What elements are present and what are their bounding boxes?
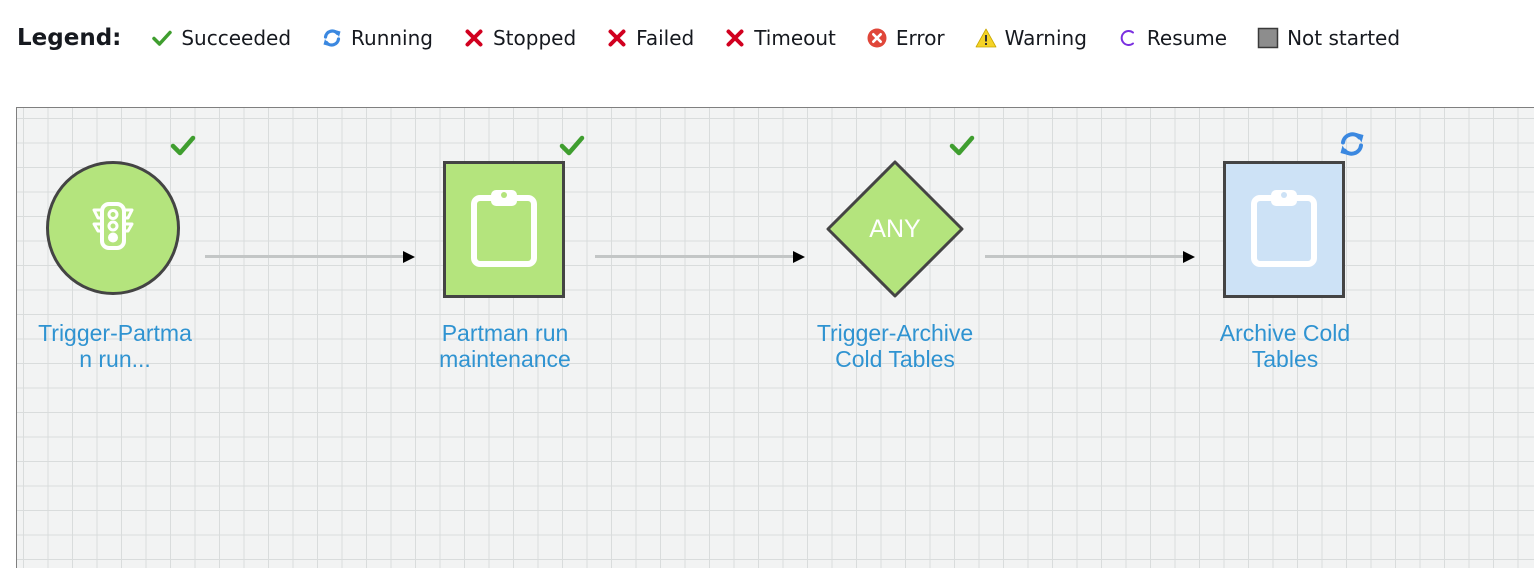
- legend-label: Succeeded: [181, 26, 292, 50]
- node-trigger-archive-cold-tables[interactable]: ANY: [825, 159, 965, 299]
- label-line: Trigger-Partma: [38, 320, 192, 346]
- workflow-graph-canvas[interactable]: Trigger-Partma n run... Partman run main…: [16, 107, 1534, 568]
- legend: Legend: Succeeded Running Stopped Failed: [17, 18, 1430, 58]
- status-running-icon: [1337, 129, 1367, 159]
- legend-title: Legend:: [17, 25, 122, 51]
- legend-item-running: Running: [321, 26, 433, 50]
- resume-arc-icon: [1117, 27, 1139, 49]
- edge-trigger-to-partman: [205, 250, 415, 263]
- refresh-icon: [321, 27, 343, 49]
- traffic-light-icon: [83, 196, 143, 261]
- node-partman-run-maintenance[interactable]: [443, 161, 565, 298]
- error-circle-icon: [866, 27, 888, 49]
- node-label-partman-run-maintenance[interactable]: Partman run maintenance: [405, 320, 605, 372]
- edge-archive-trigger-to-archive-job: [985, 250, 1195, 263]
- legend-label: Error: [895, 26, 945, 50]
- legend-label: Failed: [636, 26, 695, 50]
- label-line: Trigger-Archive: [816, 320, 974, 346]
- label-line: n run...: [79, 346, 151, 372]
- arrowhead: [1183, 250, 1195, 263]
- legend-item-resume: Resume: [1117, 26, 1227, 50]
- clipboard-icon: [464, 182, 544, 277]
- label-line: Tables: [1251, 346, 1319, 372]
- clipboard-icon: [1244, 182, 1324, 277]
- arrowhead: [403, 250, 415, 263]
- legend-label: Resume: [1146, 26, 1228, 50]
- label-line: Archive Cold: [1219, 320, 1351, 346]
- legend-item-failed: Failed: [606, 26, 694, 50]
- legend-item-succeeded: Succeeded: [151, 26, 291, 50]
- legend-item-error: Error: [866, 26, 945, 50]
- legend-label: Warning: [1004, 26, 1087, 50]
- diamond-shape: [826, 160, 964, 298]
- status-succeeded-icon: [168, 130, 198, 160]
- node-trigger-partman[interactable]: [46, 161, 180, 295]
- status-succeeded-icon: [557, 130, 587, 160]
- legend-label: Not started: [1287, 26, 1401, 50]
- legend-label: Running: [351, 26, 433, 50]
- x-icon: [463, 27, 485, 49]
- gray-square-icon: [1257, 27, 1279, 49]
- status-succeeded-icon: [947, 130, 977, 160]
- edge-partman-to-archive-trigger: [595, 250, 805, 263]
- legend-label: Stopped: [492, 26, 577, 50]
- condition-label: ANY: [869, 214, 921, 243]
- legend-item-timeout: Timeout: [724, 26, 836, 50]
- legend-item-stopped: Stopped: [463, 26, 576, 50]
- legend-item-warning: Warning: [975, 26, 1087, 50]
- check-icon: [151, 27, 173, 49]
- label-line: Partman run: [441, 320, 569, 346]
- x-icon: [724, 27, 746, 49]
- node-label-trigger-partman[interactable]: Trigger-Partma n run...: [15, 320, 215, 372]
- node-label-archive-cold-tables[interactable]: Archive Cold Tables: [1185, 320, 1385, 372]
- label-line: maintenance: [439, 346, 571, 372]
- warning-triangle-icon: [975, 27, 997, 49]
- legend-label: Timeout: [754, 26, 836, 50]
- node-label-trigger-archive-cold-tables[interactable]: Trigger-Archive Cold Tables: [795, 320, 995, 372]
- legend-item-not-started: Not started: [1257, 26, 1400, 50]
- node-archive-cold-tables[interactable]: [1223, 161, 1345, 298]
- label-line: Cold Tables: [835, 346, 955, 372]
- x-icon: [606, 27, 628, 49]
- arrowhead: [793, 250, 805, 263]
